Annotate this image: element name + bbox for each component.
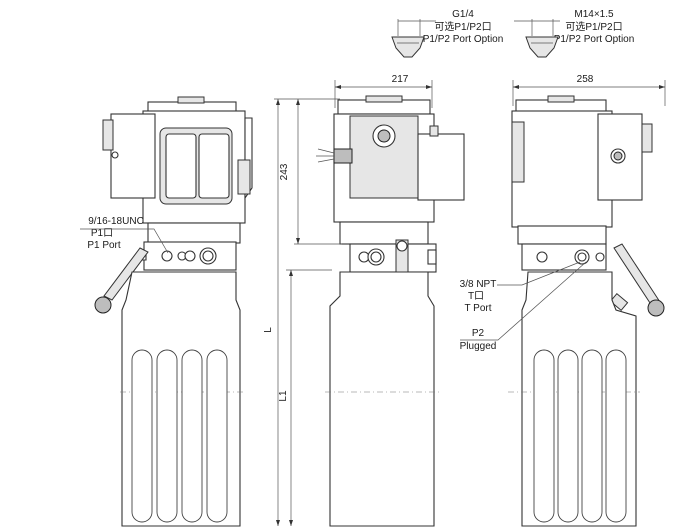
right-motor-housing [511, 110, 613, 228]
dim-overall-length: L [263, 327, 274, 333]
center-view: 217 243 [263, 74, 465, 527]
p1-thread-label: 9/16-18UNC [88, 216, 144, 227]
m14-thread-label: M14×1.5 [574, 9, 614, 20]
right-view: 258 3/8 NPT T口 T Port P2 [460, 74, 666, 527]
dim-tank-length: L1 [278, 390, 289, 402]
dim-front-width: 217 [392, 74, 409, 85]
p1-cn-label: P1口 [91, 228, 113, 239]
m14-port-callout: M14×1.5 可选P1/P2口 P1/P2 Port Option [514, 9, 635, 58]
p2-state-label: Plugged [460, 341, 497, 352]
g14-cn-label: 可选P1/P2口 [434, 20, 491, 33]
g14-en-label: P1/P2 Port Option [423, 34, 504, 45]
m14-fitting-icon [525, 36, 559, 58]
center-tank [329, 271, 435, 527]
t-cn-label: T口 [468, 291, 484, 302]
left-release-handle [103, 247, 149, 301]
m14-cn-label: 可选P1/P2口 [565, 20, 622, 33]
t-thread-label: 3/8 NPT [460, 279, 497, 290]
dim-side-width: 258 [577, 74, 594, 85]
center-junction-box [417, 133, 465, 201]
g14-port-callout: G1/4 可选P1/P2口 P1/P2 Port Option [391, 9, 504, 58]
left-view: 9/16-18UNC P1口 P1 Port [80, 96, 253, 527]
right-manifold [521, 243, 607, 271]
g14-fitting-icon [391, 36, 425, 58]
t-en-label: T Port [464, 303, 491, 314]
p1-en-label: P1 Port [87, 240, 121, 251]
p2-name-label: P2 [472, 328, 485, 339]
dim-motor-height: 243 [279, 163, 290, 180]
m14-en-label: P1/P2 Port Option [554, 34, 635, 45]
g14-thread-label: G1/4 [452, 9, 474, 20]
